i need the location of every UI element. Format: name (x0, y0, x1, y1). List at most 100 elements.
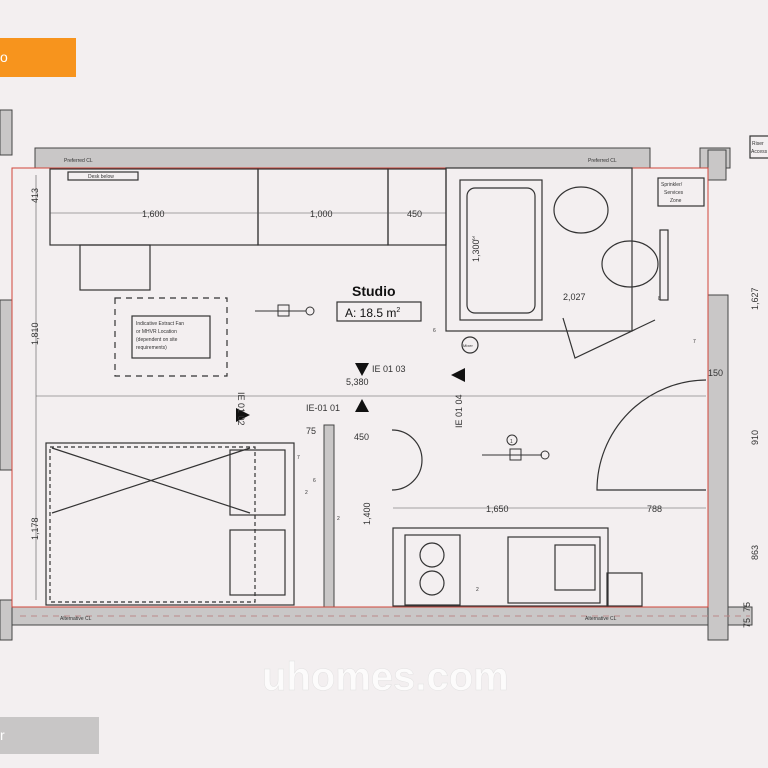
dim-desk: 1,600 (142, 209, 165, 219)
dim-door-side: 788 (647, 504, 662, 514)
dim-right-top: 1,627 (750, 287, 760, 310)
left-wall-top (0, 109, 13, 156)
elevation-label: IE 01 04 (454, 394, 464, 428)
elevation-marker-icon (236, 408, 250, 422)
chair (79, 244, 151, 291)
riser-access-label: Riser Access (751, 141, 768, 155)
desk-label-box (67, 171, 139, 181)
dim-wall: 150 (708, 368, 723, 378)
walls (0, 109, 753, 641)
dim-shelf: 450 (407, 209, 422, 219)
tab-label: r (0, 727, 5, 743)
fixture-tag: 1 (510, 439, 513, 445)
dim-partition: 75 (306, 426, 316, 436)
fixture-tag: 6 (313, 478, 316, 484)
svg-text:(dependent on site: (dependent on site (136, 337, 178, 343)
watermark: uhomes.com (262, 655, 509, 699)
shelf (387, 168, 447, 246)
hob-sink (507, 536, 601, 604)
fixture-tag: 3 (472, 236, 475, 242)
elevation-markers (236, 363, 465, 422)
dim-right-door: 910 (750, 430, 760, 445)
dim-left-top: 413 (30, 188, 40, 203)
fixture-tag: 7 (297, 455, 300, 461)
fixture-tag: 2 (305, 490, 308, 496)
dim-wardrobe: 1,000 (310, 209, 333, 219)
svg-text:Access: Access (751, 149, 768, 155)
preferred-cl-label: Preferred CL (64, 158, 93, 164)
elevation-label: IE 01 03 (372, 364, 406, 374)
partition-wall (323, 424, 335, 608)
desk-label: Desk below (88, 174, 114, 180)
mixer-label: Mixer (463, 343, 473, 348)
fixture-tag: 6 (433, 328, 436, 334)
fixture-tag: 2 (337, 516, 340, 522)
bathroom (445, 135, 768, 359)
right-wall-top (707, 149, 727, 181)
preferred-cl-label: Preferred CL (588, 158, 617, 164)
bed-frame (45, 442, 295, 606)
dim-partition-gap: 450 (354, 432, 369, 442)
svg-text:Indicative Extract Fan: Indicative Extract Fan (136, 321, 184, 327)
mixer-tag (461, 336, 479, 354)
bathtub (459, 179, 543, 321)
extract-note-box (131, 315, 211, 359)
fridge (606, 572, 643, 607)
service-zone-box (657, 177, 705, 207)
dim-bath: 1,300 (471, 239, 481, 262)
room-name: Studio (352, 283, 396, 299)
room-area: A: 18.5 m2 (345, 306, 400, 320)
bathroom-door (562, 317, 656, 359)
fixture-tag: 7 (693, 339, 696, 345)
fixture-tag: 8 (658, 296, 661, 302)
left-wall-mid (0, 299, 13, 471)
bed (45, 442, 295, 606)
svg-text:Services: Services (664, 190, 684, 196)
dim-bottom-b: 75 (742, 618, 752, 628)
dim-left-mid: 1,810 (30, 322, 40, 345)
extract-note: Indicative Extract Fan or MHVR Location … (136, 321, 184, 351)
elevation-marker-icon (355, 363, 369, 376)
svg-text:Zone: Zone (670, 198, 682, 204)
pillow (229, 449, 286, 516)
fixture-tags: 1 2 2 2 3 6 7 7 6 8 (297, 236, 696, 593)
partition-door-swing (391, 429, 423, 491)
bathtub-inner (466, 187, 536, 314)
elevation-label: IE-01 01 (306, 403, 340, 413)
alternative-cl-label: Alternative CL (585, 616, 617, 622)
svg-text:requirements): requirements) (136, 345, 167, 351)
orange-section-tab[interactable]: o (0, 38, 76, 77)
washer (404, 534, 461, 606)
area-box (336, 301, 422, 322)
svg-text:Sprinkler/: Sprinkler/ (661, 182, 683, 188)
mattress (49, 446, 256, 603)
service-zone-label: Sprinkler/ Services Zone (661, 182, 684, 204)
dim-partition-height: 1,400 (362, 502, 372, 525)
bathroom-outline (445, 167, 633, 332)
svg-text:or MHVR Location: or MHVR Location (136, 329, 177, 335)
kitchen (391, 379, 707, 607)
grey-section-tab[interactable]: r (0, 717, 99, 754)
alternative-cl-label: Alternative CL (60, 616, 92, 622)
extract-zone (114, 297, 228, 377)
tab-label: o (0, 49, 8, 65)
elevation-marker-icon (355, 399, 369, 412)
ceiling-light (255, 304, 550, 461)
svg-text:Riser: Riser (752, 141, 764, 147)
dim-bottom-a: 75 (742, 602, 752, 612)
toilet (601, 240, 659, 288)
riser-box (749, 135, 768, 159)
elevation-marker-icon (451, 368, 465, 382)
dimensions: 1,600 1,000 450 413 1,810 1,178 1,300 2,… (30, 188, 760, 628)
pillow (229, 529, 286, 596)
cistern (659, 229, 669, 301)
dim-left-bottom: 1,178 (30, 517, 40, 540)
right-wall (707, 294, 729, 641)
top-wall (34, 147, 651, 169)
fixture-tag: 2 (476, 587, 479, 593)
unit-boundary (11, 167, 709, 608)
wardrobe (257, 168, 389, 246)
left-wall-bottom (0, 599, 13, 641)
dim-kitchen: 1,650 (486, 504, 509, 514)
